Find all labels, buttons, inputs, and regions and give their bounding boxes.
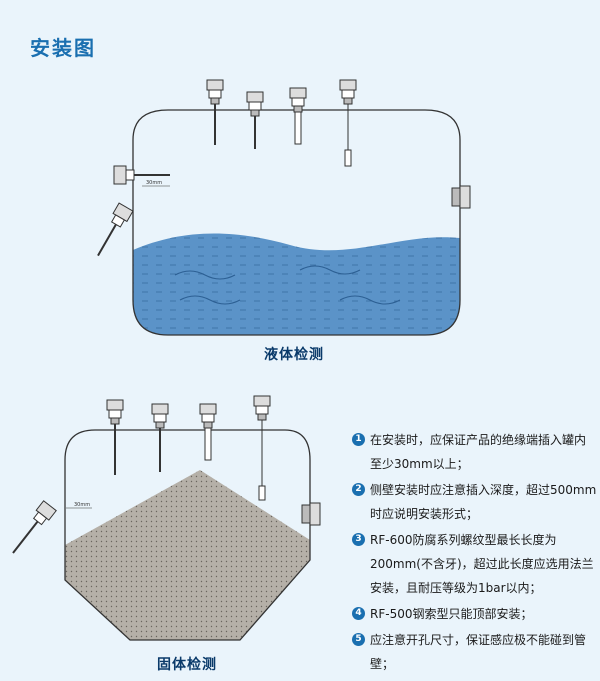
note-item: 1 在安装时，应保证产品的绝缘端插入罐内至少30mm以上； <box>352 428 597 476</box>
note-text: RF-600防腐系列螺纹型最长长度为200mm(不含牙)，超过此长度应选用法兰安… <box>370 533 594 595</box>
solid-side-sensor <box>12 500 57 554</box>
liquid-tank: 30mm <box>97 79 471 336</box>
solid-top-sensor-3 <box>199 403 217 461</box>
caption-solid: 固体检测 <box>157 657 217 673</box>
caption-liquid: 液体检测 <box>264 347 324 363</box>
solid-tank: 30mm <box>12 395 321 641</box>
top-sensor-2 <box>246 91 264 149</box>
svg-text:30mm: 30mm <box>74 502 90 508</box>
page-title: 安装图 <box>30 36 96 60</box>
solid-top-sensor-cable <box>253 395 271 501</box>
side-sensor-angled <box>97 202 134 257</box>
note-item: 2 侧壁安装时应注意插入深度，超过500mm时应说明安装形式； <box>352 478 597 526</box>
note-number: 5 <box>352 633 365 646</box>
side-sensor-horizontal: 30mm <box>113 165 170 187</box>
solid-top-sensor-2 <box>151 403 169 472</box>
note-item: 3 RF-600防腐系列螺纹型最长长度为200mm(不含牙)，超过此长度应选用法… <box>352 528 597 600</box>
solid-top-sensor-1 <box>106 399 124 475</box>
top-sensor-cable <box>339 79 357 167</box>
top-sensor-3 <box>289 87 307 145</box>
note-number: 2 <box>352 483 365 496</box>
note-item: 5 应注意开孔尺寸，保证感应极不能碰到管壁； <box>352 628 597 676</box>
note-number: 4 <box>352 607 365 620</box>
note-number: 1 <box>352 433 365 446</box>
note-text: 应注意开孔尺寸，保证感应极不能碰到管壁； <box>370 633 587 671</box>
solid-right-wall-sensor <box>301 502 321 526</box>
note-text: RF-500钢索型只能顶部安装； <box>370 607 533 621</box>
right-wall-sensor <box>451 185 471 209</box>
note-item: 4 RF-500钢索型只能顶部安装； <box>352 602 597 626</box>
svg-text:30mm: 30mm <box>146 180 162 186</box>
note-text: 侧壁安装时应注意插入深度，超过500mm时应说明安装形式； <box>370 483 597 521</box>
top-sensor-1 <box>206 79 224 145</box>
note-text: 在安装时，应保证产品的绝缘端插入罐内至少30mm以上； <box>370 433 587 471</box>
installation-notes: 1 在安装时，应保证产品的绝缘端插入罐内至少30mm以上； 2 侧壁安装时应注意… <box>352 428 597 678</box>
note-number: 3 <box>352 533 365 546</box>
